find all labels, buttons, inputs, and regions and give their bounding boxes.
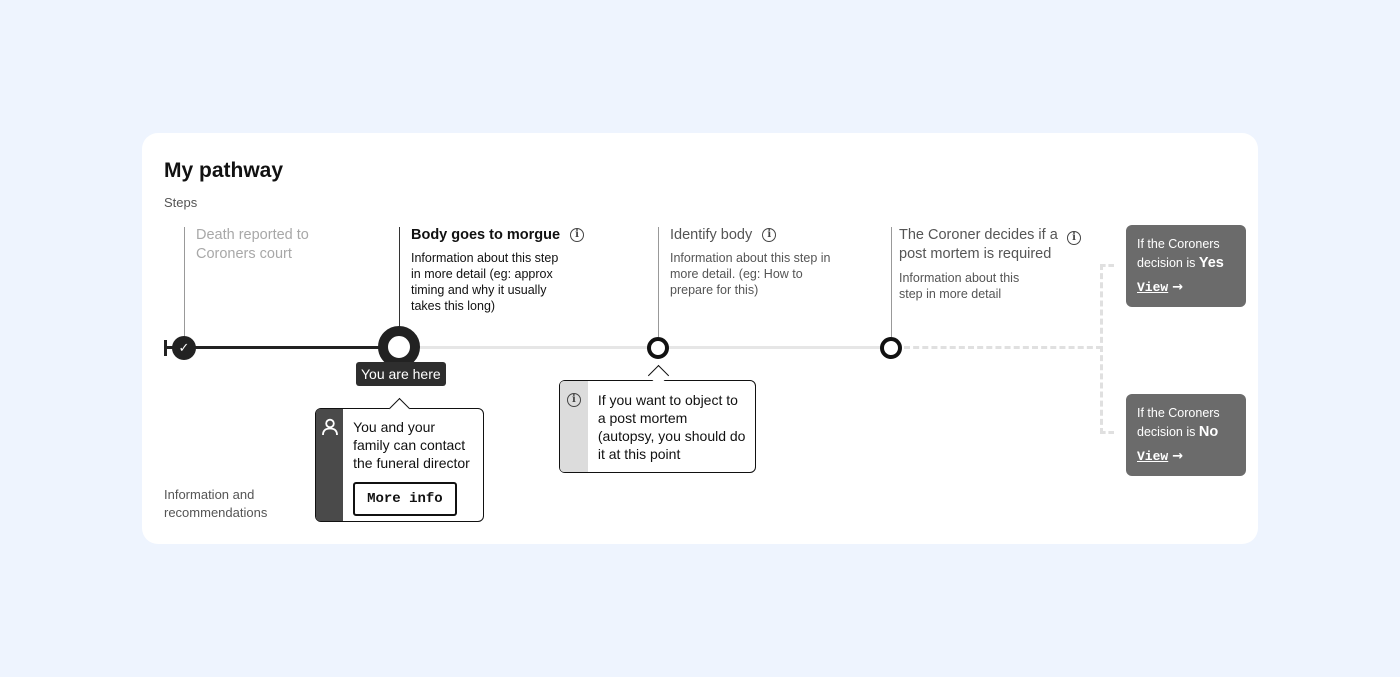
decision-no-prefix: If the Coroners decision is <box>1137 406 1220 439</box>
step-4-connector <box>891 227 892 337</box>
track-branch-dashed <box>904 346 1102 349</box>
step-2-description: Information about this step in more deta… <box>411 251 559 313</box>
information-label: Information and recommendations <box>164 487 268 520</box>
funeral-callout-body: You and your family can contact the fune… <box>343 409 483 521</box>
track-completed <box>164 346 399 349</box>
step-1-connector <box>184 227 185 337</box>
step-3-description: Information about this step in more deta… <box>670 251 831 297</box>
branch-dashed-bottom <box>1100 431 1114 434</box>
step-4-node <box>880 337 902 359</box>
arrow-right-icon: → <box>1172 280 1184 295</box>
callout-icon-strip <box>316 409 344 521</box>
step-3-title-text: Identify body <box>670 227 753 243</box>
branch-dashed-vertical <box>1100 264 1103 434</box>
pathway-card: My pathway Steps Death reported to Coron… <box>142 133 1258 544</box>
steps-label: Steps <box>164 195 198 210</box>
funeral-callout: You and your family can contact the fune… <box>315 408 484 522</box>
step-3-connector <box>658 227 659 337</box>
callout-icon-strip: i <box>560 381 588 472</box>
decision-yes-answer: Yes <box>1198 255 1224 271</box>
step-1-title: Death reported to Coroners court <box>196 227 309 262</box>
view-yes-link[interactable]: View→ <box>1137 280 1235 295</box>
decision-no-answer: No <box>1198 424 1219 440</box>
step-4-title: The Coroner decides if a post mortem is … <box>899 227 1058 262</box>
step-2-connector <box>399 227 400 327</box>
decision-yes-text: If the Coroners decision is Yes <box>1137 235 1235 273</box>
view-no-link[interactable]: View→ <box>1137 449 1235 464</box>
info-icon[interactable]: i <box>570 228 585 243</box>
check-icon: ✓ <box>172 336 196 360</box>
person-icon <box>321 418 338 436</box>
you-are-here-badge: You are here <box>356 362 446 386</box>
info-icon: i <box>566 393 581 407</box>
branch-dashed-top <box>1100 264 1114 267</box>
step-4-description: Information about this step in more deta… <box>899 271 1020 301</box>
decision-yes-card: If the Coroners decision is Yes View→ <box>1126 225 1246 307</box>
info-icon[interactable]: i <box>1067 230 1081 245</box>
decision-no-text: If the Coroners decision is No <box>1137 404 1235 442</box>
view-no-label[interactable]: View <box>1137 449 1169 464</box>
view-yes-label[interactable]: View <box>1137 280 1169 295</box>
step-2-title-text: Body goes to morgue <box>411 227 561 243</box>
step-2-title[interactable]: Body goes to morgue i <box>411 226 585 245</box>
more-info-button[interactable]: More info <box>353 482 457 516</box>
step-3-node <box>647 337 669 359</box>
decision-no-card: If the Coroners decision is No View→ <box>1126 394 1246 476</box>
decision-yes-prefix: If the Coroners decision is <box>1137 237 1220 270</box>
step-3-title[interactable]: Identify body i <box>670 226 777 245</box>
track-upcoming <box>399 346 891 349</box>
arrow-right-icon: → <box>1172 449 1184 464</box>
info-icon[interactable]: i <box>762 228 777 243</box>
page-title: My pathway <box>164 159 284 182</box>
objection-callout-text: If you want to object to a post mortem (… <box>597 392 746 462</box>
objection-callout: i If you want to object to a post mortem… <box>559 380 756 473</box>
step-4-info[interactable]: i <box>1067 229 1081 247</box>
funeral-callout-text: You and your family can contact the fune… <box>353 419 470 471</box>
